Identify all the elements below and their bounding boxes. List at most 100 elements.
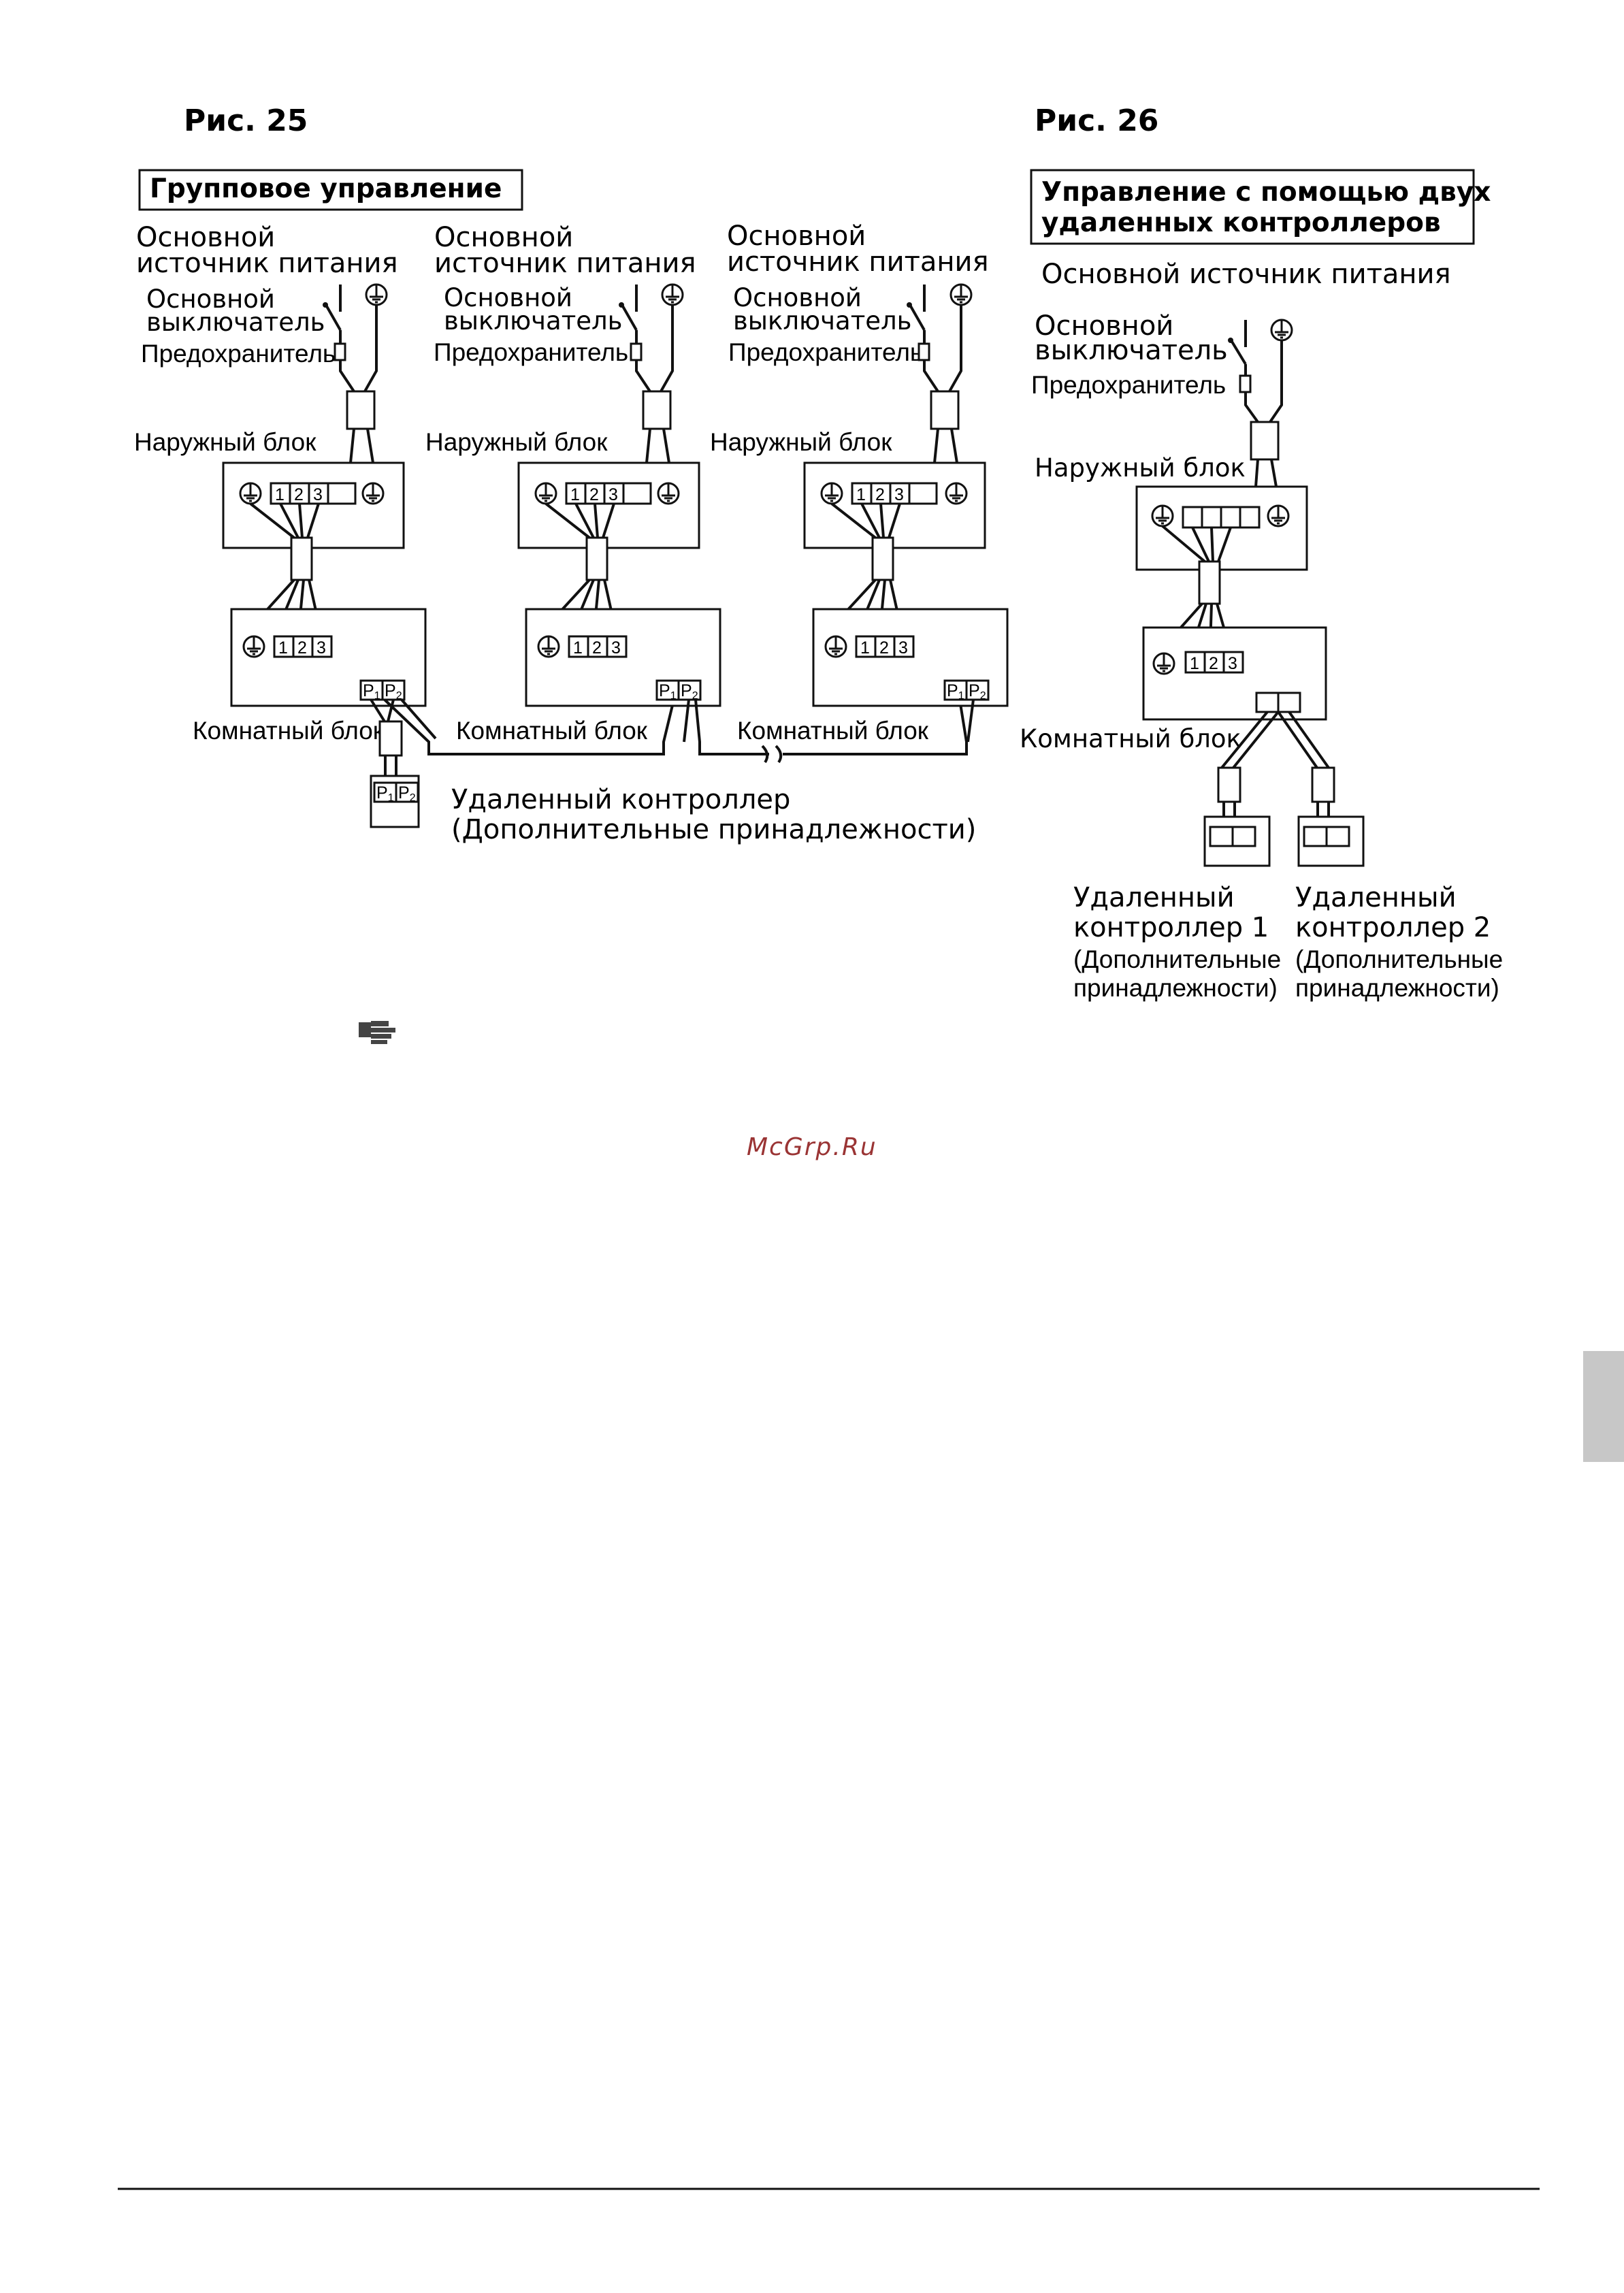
fig25-unit-a: Основной источник питания Основной выклю… xyxy=(134,222,675,828)
outdoor-feed-wires xyxy=(645,428,670,464)
interconnect-sleeve xyxy=(1198,560,1221,605)
p2-label: P2 xyxy=(681,681,698,702)
remote2-terminal-p1 xyxy=(1303,826,1328,847)
line-break-mark xyxy=(761,745,783,764)
remote-p2-label: P2 xyxy=(398,783,416,804)
ground-icon xyxy=(1267,504,1290,527)
ground-icon xyxy=(239,482,262,505)
remote2-terminal-p2 xyxy=(1325,826,1350,847)
terminal-p2 xyxy=(1277,692,1301,713)
fuse-symbol xyxy=(630,342,643,361)
main-switch-label-line2: выключатель xyxy=(444,306,622,336)
interconnect-sleeve xyxy=(585,536,608,581)
ground-icon xyxy=(1270,319,1293,342)
power-wires xyxy=(339,305,378,393)
interconnect-wires-top xyxy=(545,502,615,539)
ground-icon xyxy=(824,635,847,658)
remote-drop-wires xyxy=(1222,802,1330,820)
interconnect-sleeve xyxy=(290,536,313,581)
transmission-wire-end xyxy=(967,699,975,743)
terminal-1 xyxy=(1182,506,1203,529)
interconnect-wires-bottom xyxy=(254,579,320,624)
transmission-wire-b-c xyxy=(683,699,968,755)
remote1-terminal-p2 xyxy=(1231,826,1256,847)
remote1-cable-sleeve xyxy=(1217,766,1241,803)
remote-terminal-p2 xyxy=(395,781,419,803)
terminal-3 xyxy=(603,482,625,505)
fuse-symbol xyxy=(917,342,930,361)
terminal-3 xyxy=(893,635,915,658)
power-source-label-line1: Основной xyxy=(136,222,275,253)
terminal-1-label: 1 xyxy=(275,485,285,504)
watermark-text: McGrp.Ru xyxy=(747,1133,877,1161)
ground-icon xyxy=(661,283,684,306)
main-switch-label-line1: Основной xyxy=(444,283,572,312)
remote2-label-line2: контроллер 2 xyxy=(1295,912,1491,943)
remote1-label-line2: контроллер 1 xyxy=(1073,912,1269,943)
fig26-indoor-unit-label: Комнатный блок xyxy=(1020,724,1241,753)
main-switch-label-line2: выключатель xyxy=(146,308,325,337)
ground-icon xyxy=(534,482,557,505)
fig25-unit-b: Основной источник питания Основной выклю… xyxy=(425,222,968,764)
interconnect-wires-bottom xyxy=(549,579,615,624)
interconnect-wires-bottom xyxy=(834,579,901,624)
terminal-2-label: 2 xyxy=(879,638,889,657)
fig26-header-line1: Управление с помощью двух xyxy=(1041,177,1491,208)
transmission-wire-a-b xyxy=(383,698,675,755)
fig26-title: Рис. 26 xyxy=(1035,103,1158,138)
terminal-2-label: 2 xyxy=(589,485,599,504)
ground-icon xyxy=(945,482,968,505)
p2-label: P2 xyxy=(385,681,402,702)
fig25-remote-label-line2: (Дополнительные принадлежности) xyxy=(451,814,976,845)
p2-label: P2 xyxy=(969,681,986,702)
outdoor-feed-wires xyxy=(1254,459,1278,487)
terminal-3 xyxy=(1220,506,1241,529)
terminal-2-label: 2 xyxy=(1209,654,1218,673)
side-tab-marker xyxy=(1583,1351,1624,1462)
ground-icon xyxy=(1151,504,1174,527)
main-switch-label-line2: выключатель xyxy=(733,306,911,336)
terminal-2-label: 2 xyxy=(294,485,304,504)
terminal-2 xyxy=(1201,506,1222,529)
outdoor-feed-wires xyxy=(933,428,958,464)
terminal-1-label: 1 xyxy=(573,638,583,657)
terminal-3-label: 3 xyxy=(1228,654,1237,673)
fuse-label: Предохранитель xyxy=(434,338,628,366)
terminal-1-label: 1 xyxy=(570,485,580,504)
outdoor-unit-box xyxy=(517,461,700,549)
fig25-title: Рис. 25 xyxy=(184,103,308,138)
terminal-p1 xyxy=(655,679,680,701)
power-source-label-line2: источник питания xyxy=(727,246,989,278)
outdoor-feed-wires xyxy=(349,428,374,464)
p1-label: P1 xyxy=(659,681,677,702)
switch-blade xyxy=(325,306,342,331)
ground-icon xyxy=(537,635,560,658)
fig26-fuse-label: Предохранитель xyxy=(1031,371,1226,399)
terminal-1-label: 1 xyxy=(860,638,870,657)
remote2-label-line1: Удаленный xyxy=(1295,882,1457,913)
interconnect-wires-bottom xyxy=(1163,602,1231,648)
fuse-label: Предохранитель xyxy=(728,338,923,366)
terminal-1 xyxy=(1184,651,1206,674)
ground-icon xyxy=(657,482,680,505)
terminal-3-label: 3 xyxy=(313,485,323,504)
ground-icon xyxy=(1152,652,1175,675)
fig26-header-line2: удаленных контроллеров xyxy=(1041,208,1441,238)
fig26-header-box xyxy=(1030,169,1475,245)
fig26-outdoor-unit-label: Наружный блок xyxy=(1035,453,1246,483)
terminal-power xyxy=(908,482,938,505)
remote-wires-bottom xyxy=(384,755,397,776)
ground-icon xyxy=(949,283,973,306)
remote1-terminal-p1 xyxy=(1209,826,1234,847)
terminal-power xyxy=(622,482,652,505)
remote-branch-wires xyxy=(1220,711,1330,769)
terminal-1-label: 1 xyxy=(856,485,866,504)
switch-pivot xyxy=(907,302,912,308)
terminal-3-label: 3 xyxy=(316,638,326,657)
indoor-unit-label: Комнатный блок xyxy=(456,717,648,745)
fig26-main-switch-label-line2: выключатель xyxy=(1035,335,1228,366)
remote-terminal-p1 xyxy=(373,781,397,803)
terminal-2-label: 2 xyxy=(875,485,885,504)
cable-sleeve xyxy=(1250,421,1280,461)
fig25-header: Групповое управление xyxy=(150,174,502,204)
